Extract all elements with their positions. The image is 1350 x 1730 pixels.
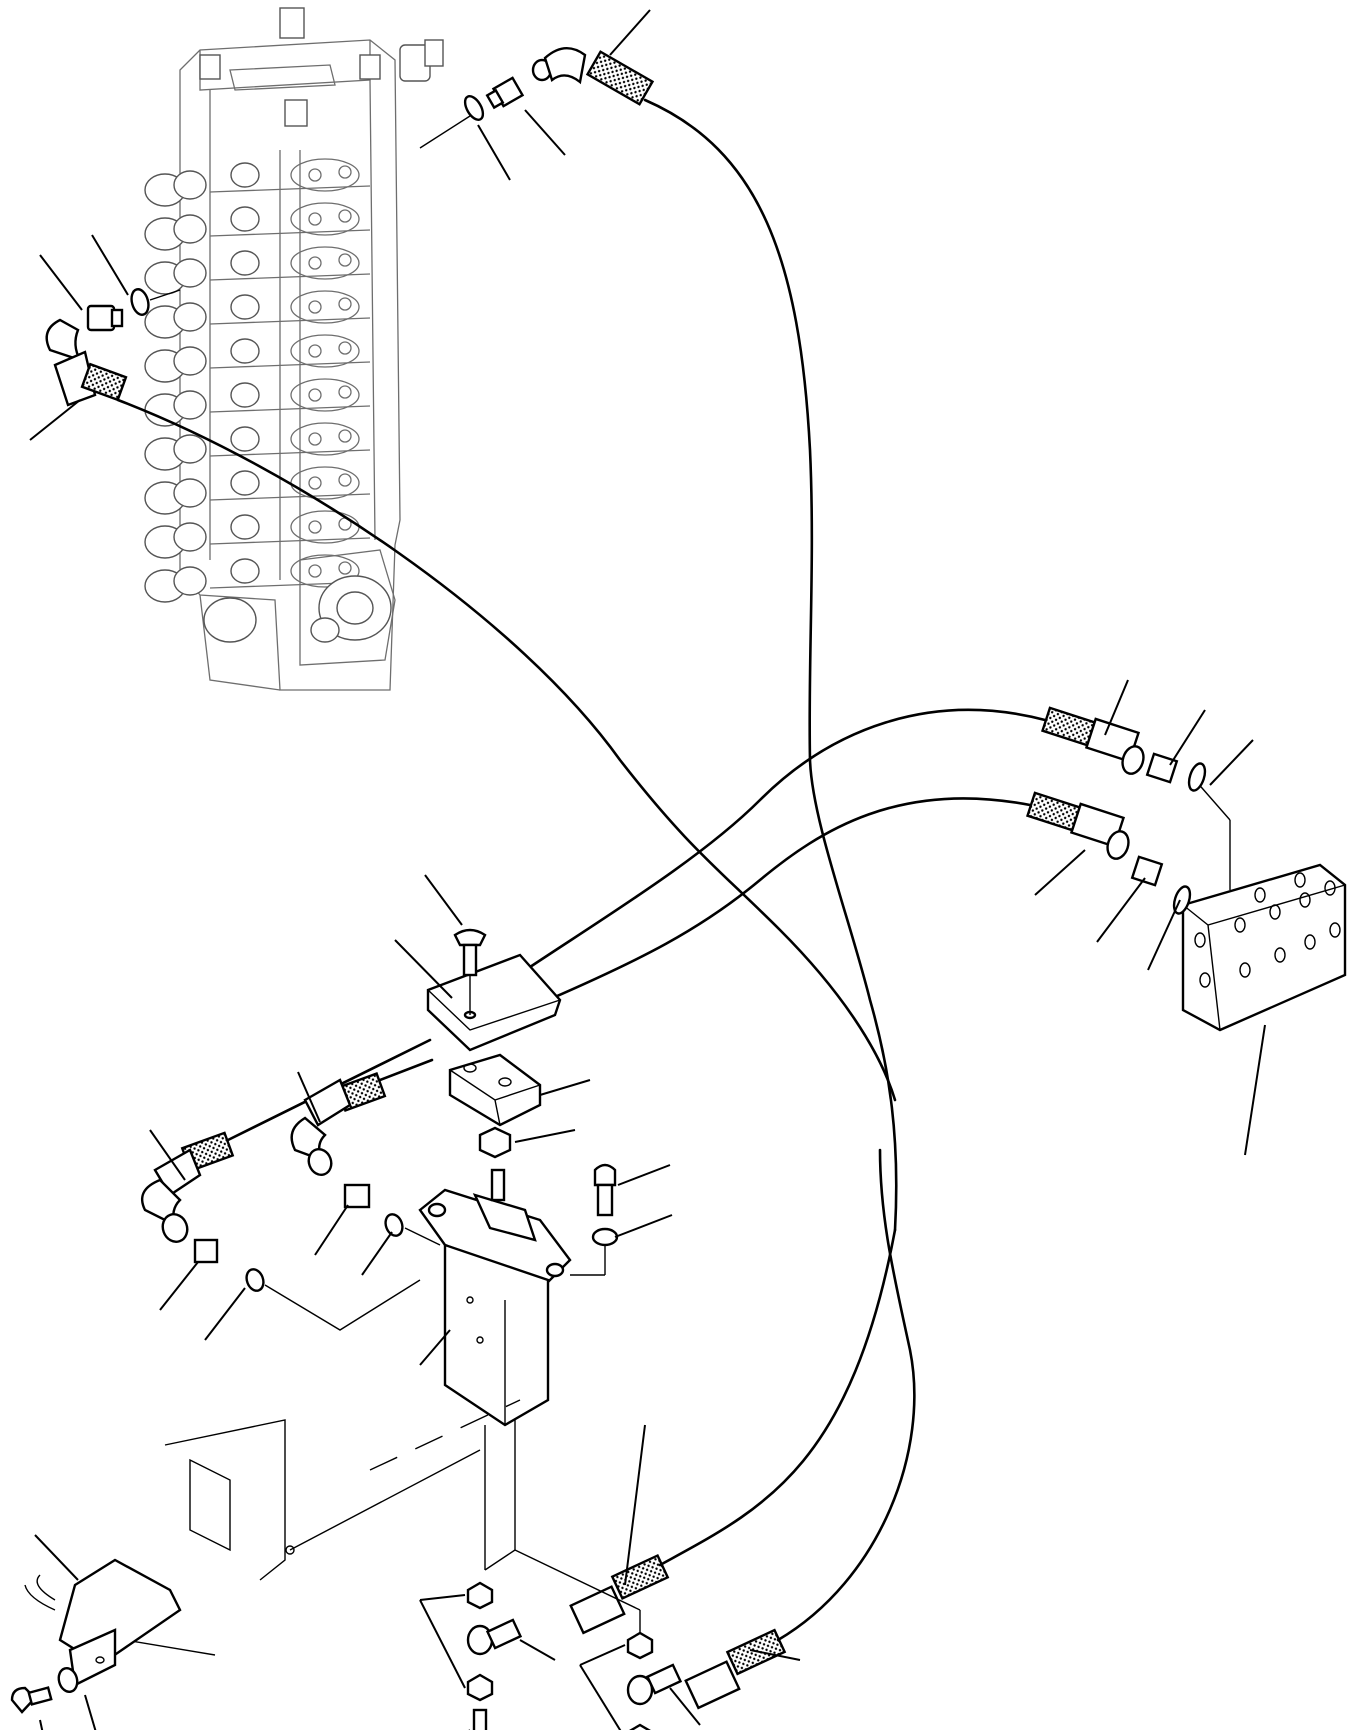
leader-line (419, 1599, 466, 1689)
pedal-bracket (124, 1399, 521, 1656)
leader-line (1104, 679, 1129, 736)
block-hole (1199, 972, 1211, 988)
block-hole (1299, 892, 1311, 908)
hose-pilot-left (140, 1038, 432, 1331)
block-hole (1324, 880, 1336, 896)
valve-section (144, 554, 371, 603)
hose-bottom-upper (466, 1228, 897, 1730)
leader-line (1096, 877, 1146, 943)
valve-section (144, 466, 371, 515)
block-hole (1294, 872, 1306, 888)
leader-line (394, 939, 453, 999)
spacer-block (448, 1053, 542, 1159)
leader-line (669, 1687, 701, 1726)
leader-line (609, 9, 651, 56)
leader-line (159, 1261, 199, 1311)
leader-line (1209, 739, 1254, 786)
control-valve (144, 7, 444, 691)
leader-line (524, 109, 566, 156)
leader-line (579, 1664, 622, 1730)
leader-line (84, 1694, 97, 1730)
leader-line (519, 1639, 556, 1661)
valve-section (144, 158, 371, 207)
leader-line (149, 1129, 186, 1181)
hose-junction-upper (516, 706, 1207, 977)
bolt-washer (570, 1163, 619, 1276)
leader-line (29, 399, 81, 441)
valve-section (144, 422, 371, 471)
leader-line (617, 1164, 671, 1186)
leader-line (424, 874, 463, 926)
valve-cover (426, 928, 562, 1052)
valve-section (144, 202, 371, 251)
valve-section (144, 334, 371, 383)
valve-section (144, 510, 371, 559)
pedal (10, 1558, 182, 1714)
leader-line (614, 1214, 673, 1238)
leader-line (361, 1231, 393, 1276)
leader-line (514, 1129, 576, 1143)
leader-line (91, 234, 129, 296)
block-hole (1239, 962, 1251, 978)
leader-line (314, 1204, 349, 1256)
block-hole (1329, 922, 1341, 938)
leader-line (39, 254, 83, 311)
block-hole (1304, 934, 1316, 950)
leader-line (477, 124, 511, 181)
leader-line (419, 1329, 451, 1366)
leader-line (297, 1071, 321, 1123)
block-hole (1234, 917, 1246, 933)
hose-pilot-right (290, 1058, 441, 1246)
leader-line (1147, 899, 1181, 971)
block-hole (1194, 932, 1206, 948)
junction-block (1181, 779, 1347, 1032)
leader-line (624, 1424, 646, 1586)
pilot-valve (418, 1168, 572, 1570)
hose-control-valve-top (419, 47, 898, 1232)
leader-line (749, 1649, 801, 1661)
hose-junction-lower (546, 791, 1192, 1002)
leader-line (419, 1594, 466, 1601)
leader-line (1034, 849, 1086, 896)
leader-line (1169, 709, 1206, 766)
valve-section (144, 290, 371, 339)
leader-line (34, 1534, 79, 1581)
callout-leaders (29, 9, 1266, 1730)
leader-line (204, 1287, 246, 1341)
valve-section (144, 378, 371, 427)
leader-line (1244, 1024, 1266, 1156)
leader-line (539, 1079, 591, 1096)
valve-section (144, 246, 371, 295)
block-hole (1269, 904, 1281, 920)
leader-line (39, 1719, 44, 1730)
block-hole (1274, 947, 1286, 963)
hose-control-valve-left (45, 288, 897, 1102)
leader-line (579, 1644, 626, 1666)
block-hole (1254, 887, 1266, 903)
